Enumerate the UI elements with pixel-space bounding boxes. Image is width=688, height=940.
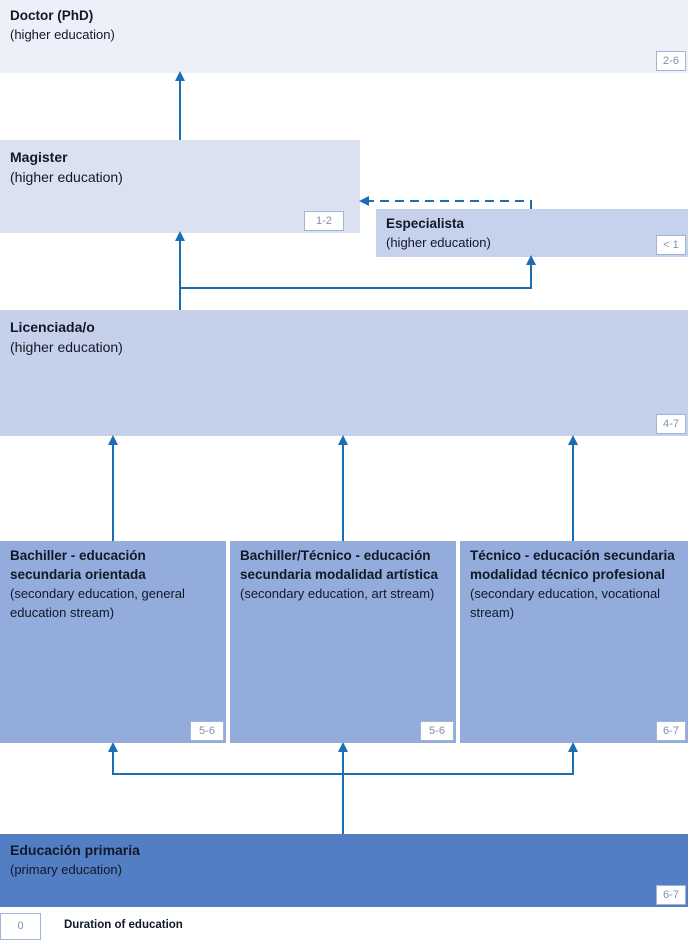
magister-duration: 1-2 (304, 211, 344, 231)
magister-subtitle: (higher education) (10, 169, 123, 185)
bachiller-tecnico-duration: 5-6 (420, 721, 454, 741)
bachiller-title: Bachiller - educación secundaria orienta… (10, 548, 146, 582)
licenciada-title: Licenciada/o (10, 319, 95, 335)
bachiller-duration: 5-6 (190, 721, 224, 741)
tecnico-title: Técnico - educación secundaria modalidad… (470, 548, 675, 582)
magister-title: Magister (10, 149, 68, 165)
arrow-especialista-to-magister (359, 196, 532, 209)
tecnico-subtitle: (secondary education, vocational stream) (470, 586, 661, 620)
primaria-duration: 6-7 (656, 885, 686, 905)
bachiller-subtitle: (secondary education, general education … (10, 586, 185, 620)
licenciada-subtitle: (higher education) (10, 339, 123, 355)
primaria-box: Educación primaria (primary education) 6… (0, 834, 688, 907)
licenciada-box: Licenciada/o (higher education) 4-7 (0, 310, 688, 436)
bachiller-tecnico-title: Bachiller/Técnico - educación secundaria… (240, 548, 439, 582)
magister-box: Magister (higher education) 1-2 (0, 140, 360, 233)
doctor-duration: 2-6 (656, 51, 686, 71)
bachiller-tecnico-box: Bachiller/Técnico - educación secundaria… (230, 541, 456, 743)
tecnico-box: Técnico - educación secundaria modalidad… (460, 541, 688, 743)
licenciada-duration: 4-7 (656, 414, 686, 434)
legend-label: Duration of education (64, 919, 183, 931)
especialista-box: Especialista (higher education) < 1 (376, 209, 688, 257)
bachiller-box: Bachiller - educación secundaria orienta… (0, 541, 226, 743)
especialista-subtitle: (higher education) (386, 235, 491, 250)
especialista-title: Especialista (386, 216, 465, 231)
doctor-subtitle: (higher education) (10, 27, 115, 42)
primaria-title: Educación primaria (10, 842, 140, 858)
especialista-duration: < 1 (656, 235, 686, 255)
bachiller-tecnico-subtitle: (secondary education, art stream) (240, 586, 435, 601)
arrow-primaria-branch-lines (108, 742, 578, 775)
doctor-title: Doctor (PhD) (10, 8, 94, 23)
tecnico-duration: 6-7 (656, 721, 686, 741)
arrow-licenciada-to-especialista (180, 255, 536, 289)
doctor-box: Doctor (PhD) (higher education) 2-6 (0, 0, 688, 73)
primaria-subtitle: (primary education) (10, 862, 122, 877)
